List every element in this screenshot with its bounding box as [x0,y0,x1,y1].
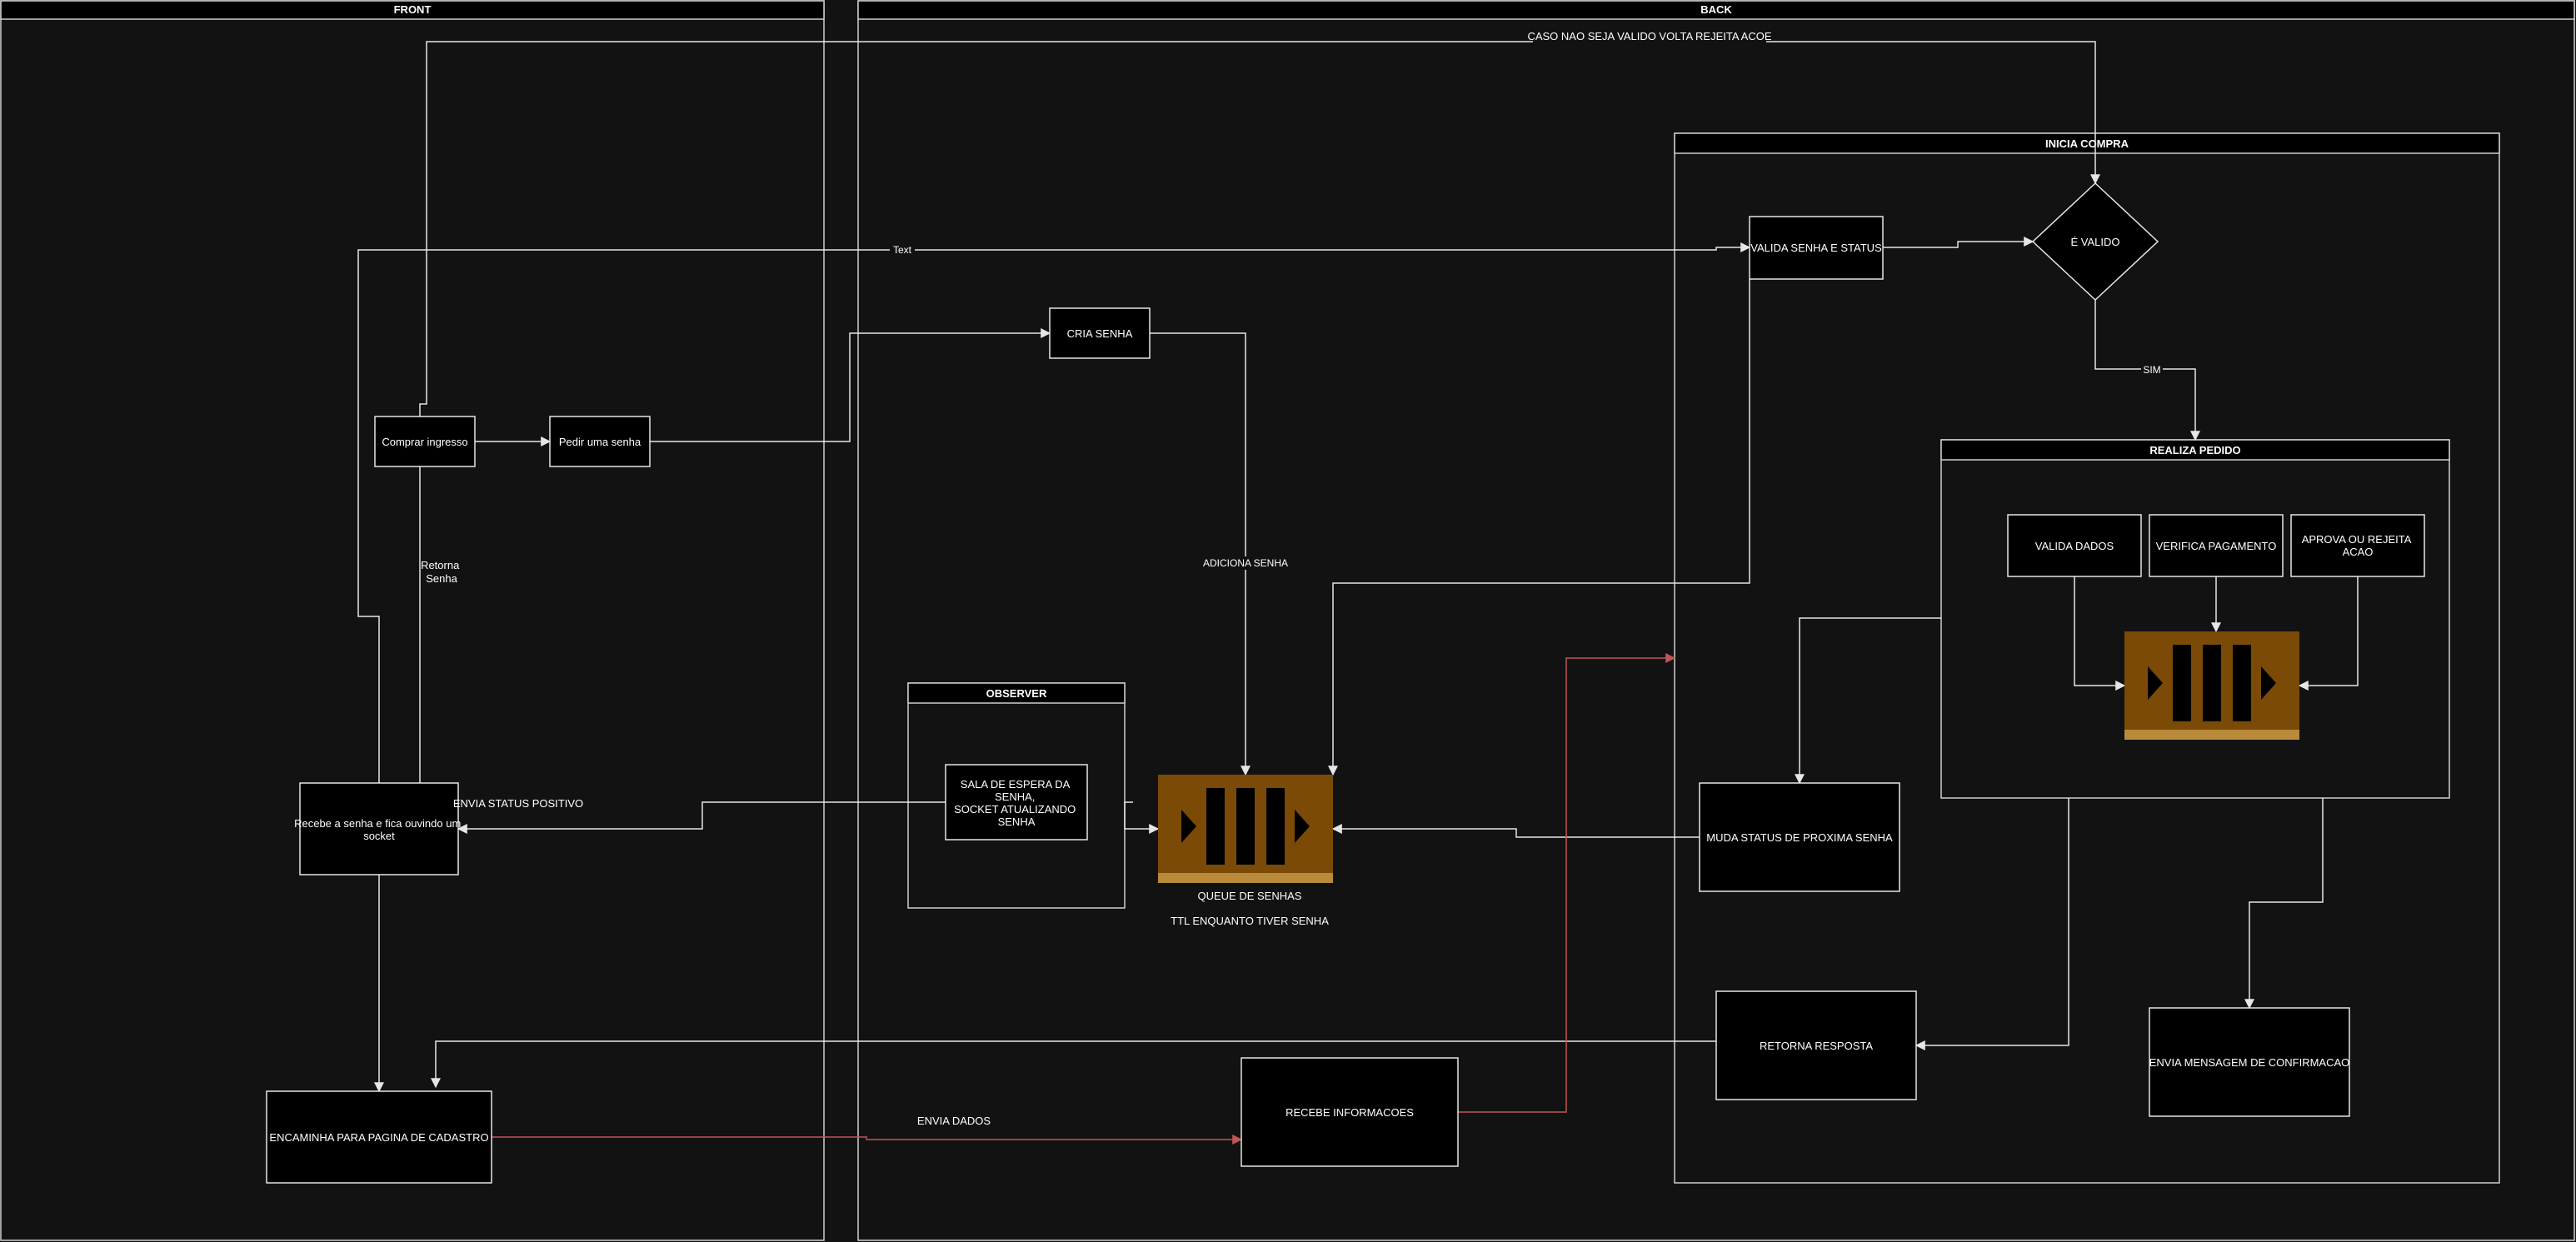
node-retorna-resposta-label: RETORNA RESPOSTA [1760,1040,1873,1052]
node-recebe-informacoes-label: RECEBE INFORMACOES [1286,1106,1414,1119]
queue-label: QUEUE DE SENHAS [1198,890,1302,902]
queue-icon[interactable] [1158,775,1333,883]
edge-label-adiciona-senha-value: ADICIONA SENHA [1203,557,1288,569]
edge-valida-to-queue[interactable] [1328,279,1750,776]
node-recebe-senha-label: Recebe a senha e fica ouvindo um socket [294,817,464,842]
node-recebe-senha-line-1: Recebe a senha e fica ouvindo um [294,817,461,830]
node-sala-espera-line-1: SALA DE ESPERA DA [961,778,1071,791]
edge-label-text: Text [890,243,915,257]
edge-label-sim-value: SIM [2143,364,2160,376]
node-cria-senha-label: CRIA SENHA [1067,327,1133,340]
node-sala-espera-line-4: SENHA [998,816,1036,828]
node-e-valido[interactable]: É VALIDO [2031,182,2159,302]
edge-realiza-to-muda[interactable] [1795,617,1941,785]
node-comprar-ingresso[interactable]: Comprar ingresso [374,416,476,467]
edge-label-caso-nao: CASO NAO SEJA VALIDO VOLTA REJEITA ACOE [1527,30,1772,43]
node-sala-espera-line-3: SOCKET ATUALIZANDO [954,803,1076,816]
edge-label-retorna-senha-line-2: Senha [426,572,457,585]
node-muda-status[interactable]: MUDA STATUS DE PROXIMA SENHA [1699,782,1900,892]
lane-front-title: FRONT [394,3,432,16]
node-encaminha[interactable]: ENCAMINHA PARA PAGINA DE CADASTRO [266,1090,492,1184]
node-valida-dados-label: VALIDA DADOS [2035,540,2114,552]
node-pedir-senha-label: Pedir uma senha [559,436,642,448]
edge-label-text-value: Text [893,244,912,256]
edge-realiza-to-retorna[interactable] [1915,798,2069,1050]
edge-valida-to-evalido[interactable] [1883,237,2034,248]
node-comprar-ingresso-label: Comprar ingresso [382,436,467,448]
edge-retorna-to-encaminha[interactable] [431,1040,1716,1089]
edge-encaminha-to-recebe-info[interactable] [492,1135,1243,1145]
node-valida-dados[interactable]: VALIDA DADOS [2007,514,2142,577]
node-aprova-rejeita-line-2: ACAO [2343,546,2374,558]
edge-rejeita-loop[interactable] [419,41,2100,783]
edge-label-envia-status: ENVIA STATUS POSITIVO [453,797,583,810]
group-inicia-compra[interactable]: INICIA COMPRA [1674,132,2500,1184]
node-envia-mensagem[interactable]: ENVIA MENSAGEM DE CONFIRMACAO [2149,1007,2350,1117]
node-sala-espera-line-2: SENHA, [995,791,1035,803]
edge-validadados-to-queue2[interactable] [2074,576,2126,691]
lane-front[interactable]: FRONT [0,0,825,1241]
node-sala-espera-label: SALA DE ESPERA DA SENHA, SOCKET ATUALIZA… [954,778,1079,828]
edge-label-caso-nao-text: CASO NAO SEJA VALIDO VOLTA REJEITA ACOE [1527,30,1771,42]
node-verifica-pagamento[interactable]: VERIFICA PAGAMENTO [2149,514,2284,577]
edge-label-adiciona-senha: ADICIONA SENHA [1203,556,1288,570]
group-observer-title: OBSERVER [986,687,1047,700]
node-aprova-rejeita-line-1: APROVA OU REJEITA [2302,533,2412,546]
node-cria-senha[interactable]: CRIA SENHA [1049,307,1151,359]
edge-realiza-to-envia-msg[interactable] [2244,798,2324,1010]
node-valida-senha[interactable]: VALIDA SENHA E STATUS [1749,216,1884,280]
edge-text-to-valida[interactable] [357,242,1751,783]
edge-cria-to-queue[interactable] [1150,332,1251,776]
node-envia-mensagem-label: ENVIA MENSAGEM DE CONFIRMACAO [2149,1056,2350,1069]
group-observer[interactable]: OBSERVER [907,682,1126,909]
node-retorna-resposta[interactable]: RETORNA RESPOSTA [1715,990,1917,1100]
node-aprova-rejeita[interactable]: APROVA OU REJEITA ACAO [2290,514,2425,577]
queue-icon[interactable] [2124,631,2299,740]
node-aprova-rejeita-label: APROVA OU REJEITA ACAO [2302,533,2414,558]
node-verifica-pagamento-label: VERIFICA PAGAMENTO [2156,540,2277,552]
edge-label-retorna-senha: Retorna Senha [421,559,462,585]
edge-muda-to-queue[interactable] [1331,824,1700,838]
group-realiza-pedido-title: REALIZA PEDIDO [2149,444,2240,456]
lane-back-title: BACK [1700,3,1732,16]
node-sala-espera[interactable]: SALA DE ESPERA DA SENHA, SOCKET ATUALIZA… [945,764,1088,840]
node-muda-status-label: MUDA STATUS DE PROXIMA SENHA [1706,831,1893,844]
node-valida-senha-label: VALIDA SENHA E STATUS [1750,242,1882,254]
edge-sala-to-queue[interactable] [1124,801,1160,834]
edge-label-sim: SIM [2141,363,2163,377]
edge-recebe-info-to-inicia[interactable] [1458,653,1676,1113]
edge-aprova-to-queue2[interactable] [2298,576,2359,691]
node-e-valido-label: É VALIDO [2070,236,2119,248]
edge-sala-to-recebe[interactable] [457,801,946,834]
node-recebe-senha[interactable]: Recebe a senha e fica ouvindo um socket [294,782,464,875]
node-pedir-senha[interactable]: Pedir uma senha [549,416,651,467]
edge-label-envia-dados: ENVIA DADOS [917,1115,991,1127]
node-recebe-informacoes[interactable]: RECEBE INFORMACOES [1241,1057,1459,1167]
node-encaminha-label: ENCAMINHA PARA PAGINA DE CADASTRO [269,1131,488,1144]
edge-pedir-to-cria[interactable] [650,328,1051,442]
group-inicia-compra-title: INICIA COMPRA [2045,137,2129,150]
queue-sublabel: TTL ENQUANTO TIVER SENHA [1171,915,1329,927]
edge-label-retorna-senha-line-1: Retorna [421,559,460,571]
node-recebe-senha-line-2: socket [363,830,395,842]
